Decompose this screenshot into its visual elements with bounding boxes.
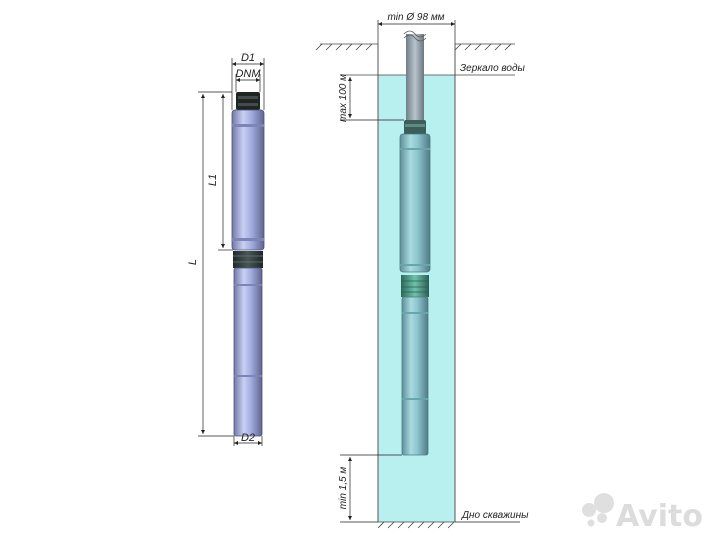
label-well-bottom: Дно скважины xyxy=(461,510,529,521)
right-pump-upper-body xyxy=(399,133,431,273)
riser-pipe xyxy=(403,30,427,124)
right-pump xyxy=(399,120,431,456)
label-min-diameter: min Ø 98 мм xyxy=(387,12,444,23)
label-dnm: DNM xyxy=(235,68,261,80)
pump-motor-body xyxy=(233,267,263,437)
pump-outlet-cap xyxy=(236,92,260,110)
pump-intake-band xyxy=(233,251,263,268)
pump-upper-body xyxy=(231,109,265,251)
label-l1: L1 xyxy=(207,174,219,186)
well-bottom xyxy=(377,521,455,529)
right-dimensions xyxy=(340,20,520,523)
label-min-bottom: min 1,5 м xyxy=(338,467,349,510)
left-dimensions xyxy=(198,58,265,446)
left-pump xyxy=(231,92,265,437)
right-pump-intake-band xyxy=(401,275,429,297)
ground-surface xyxy=(315,43,515,51)
right-pump-motor-body xyxy=(401,296,429,456)
watermark-text: Avito xyxy=(616,499,703,534)
label-l: L xyxy=(187,259,199,265)
label-max-depth: max 100 м xyxy=(338,74,349,122)
label-d1: D1 xyxy=(241,52,255,64)
avito-dots-icon xyxy=(582,493,614,527)
label-d2: D2 xyxy=(241,432,255,444)
avito-watermark: Avito xyxy=(582,493,703,534)
label-water-mirror: Зеркало воды xyxy=(460,63,526,74)
